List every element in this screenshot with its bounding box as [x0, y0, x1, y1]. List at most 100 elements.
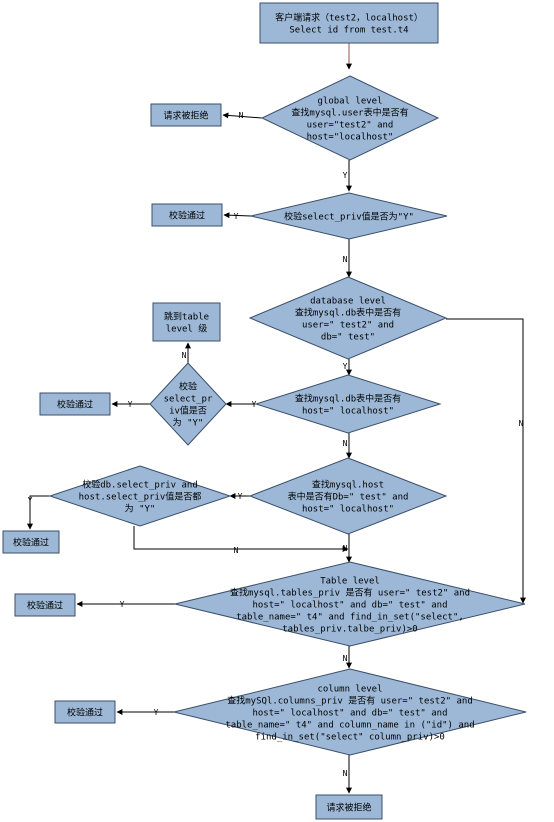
- node-pass-1: 校验通过: [151, 203, 223, 227]
- edge-label-no: N: [343, 654, 348, 663]
- node-global-priv-check: 校验select_priv值是否为"Y": [250, 192, 448, 240]
- process-box: [2, 530, 60, 554]
- flow-arrow: [27, 495, 50, 530]
- decision-diamond: [250, 192, 448, 240]
- node-text-line: 查找mysql.db表中是否有: [295, 306, 401, 318]
- node-text-line: host=" localhost": [302, 504, 394, 514]
- node-pass-5: 校验通过: [54, 700, 116, 724]
- process-box: [14, 593, 76, 617]
- node-text-line: Table level: [320, 576, 380, 586]
- node-text-line: 查找mysql.db表中是否有: [295, 392, 401, 404]
- node-text-line: table_name=" t4" and find_in_set("select…: [236, 612, 464, 622]
- process-box: [151, 203, 223, 227]
- node-text-line: 请求被拒绝: [326, 801, 371, 813]
- node-text-line: Select id from test.t4: [289, 25, 408, 35]
- edge-label-yes: Y: [234, 212, 239, 221]
- decision-diamond: [149, 362, 227, 446]
- edge-label-no: N: [239, 111, 244, 120]
- edge-label-no: N: [343, 439, 348, 448]
- node-text-line: global level: [317, 96, 382, 106]
- node-text-line: user="test2" and: [307, 120, 394, 130]
- node-text-line: 客户端请求（test2，localhost）: [275, 11, 423, 23]
- edge-label-yes: Y: [120, 600, 125, 609]
- node-text-line: 查找mySQl.columns_priv 是否有 user=" test2" a…: [227, 694, 472, 706]
- node-db-host-priv-check: 校验db.select_priv andhost.select_priv值是否都…: [48, 465, 232, 527]
- node-text-line: user=" test2" and: [302, 320, 394, 330]
- node-text-line: 为 "Y": [125, 502, 156, 514]
- node-pass-2: 校验通过: [39, 392, 111, 416]
- edge-label-no: N: [343, 544, 348, 553]
- node-text-line: 表中是否有Db=" test" and: [288, 490, 409, 502]
- node-text-line: 请求被拒绝: [163, 109, 208, 121]
- node-text-line: table_name=" t4" and column_name in ("id…: [225, 720, 474, 730]
- node-text-line: select_pr: [164, 394, 213, 404]
- edge-label-yes: Y: [343, 171, 348, 180]
- node-text-line: 跳到table: [164, 310, 209, 322]
- node-text-line: column level: [317, 684, 382, 694]
- decision-diamond: [48, 465, 232, 527]
- node-text-line: level 级: [166, 322, 208, 334]
- node-text-line: db=" test": [321, 332, 375, 342]
- process-box: [152, 302, 221, 342]
- decision-diamond: [248, 276, 448, 360]
- node-rejected-2: 请求被拒绝: [315, 794, 383, 820]
- edge-label-yes: Y: [128, 400, 133, 409]
- edge-label-no: N: [343, 769, 348, 778]
- edge-label-no: N: [182, 351, 187, 360]
- node-host-check-1: 查找mysql.db表中是否有 host=" localhost": [254, 374, 442, 434]
- decision-diamond: [173, 668, 527, 756]
- node-text-line: 为 "Y": [173, 416, 204, 428]
- node-text-line: host=" localhost": [302, 406, 394, 416]
- node-pass-4: 校验通过: [14, 593, 76, 617]
- node-text-line: host=" localhost" and db=" test" and: [252, 600, 447, 610]
- flow-arrow: [223, 212, 252, 219]
- node-text-line: 校验通过: [27, 599, 63, 611]
- node-text-line: 校验通过: [169, 209, 205, 221]
- node-db-priv-check: 校验 select_priv值是否为 "Y": [149, 362, 227, 446]
- decision-diamond: [174, 561, 526, 647]
- node-start: 客户端请求（test2，localhost） Select id from tes…: [259, 2, 439, 44]
- decision-diamond: [248, 457, 448, 535]
- node-text-line: database level: [310, 296, 386, 306]
- node-text-line: 查找mysql.user表中是否有: [291, 106, 408, 118]
- decision-diamond: [254, 374, 442, 434]
- flow-arrow: [446, 318, 526, 604]
- edge-label-yes: Y: [28, 496, 33, 505]
- edge-label-yes: Y: [154, 708, 159, 717]
- node-text-line: tables_priv.talbe_priv)>0: [282, 624, 417, 634]
- process-box: [39, 392, 111, 416]
- node-text-line: 校验db.select_priv and: [82, 478, 198, 490]
- node-text-line: 校验通过: [13, 536, 49, 548]
- flow-arrow: [133, 526, 349, 552]
- node-text-line: 校验select_priv值是否为"Y": [284, 210, 414, 222]
- edge-label-no: N: [519, 419, 524, 428]
- process-box: [259, 2, 439, 44]
- edge-label-no: N: [343, 255, 348, 264]
- node-text-line: iv值是否: [169, 404, 207, 416]
- node-pass-3: 校验通过: [2, 530, 60, 554]
- node-text-line: 校验通过: [67, 706, 103, 718]
- process-box: [54, 700, 116, 724]
- node-text-line: host.select_priv值是否都: [79, 490, 202, 502]
- node-rejected-1: 请求被拒绝: [150, 103, 222, 127]
- node-text-line: host=" localhost" and db=" test" and: [252, 708, 447, 718]
- process-box: [150, 103, 222, 127]
- node-text-line: 校验通过: [57, 398, 93, 410]
- node-text-line: 校验: [179, 380, 197, 392]
- edge-label-yes: Y: [343, 362, 348, 371]
- node-text-line: find_in_set("select" column_priv)>0: [255, 732, 445, 742]
- decision-diamond: [260, 75, 440, 161]
- node-text-line: 查找mysql.tables_priv 是否有 user=" test2" an…: [230, 586, 470, 598]
- edge-label-yes: Y: [238, 492, 243, 501]
- process-box: [315, 794, 383, 820]
- node-text-line: host="localhost": [307, 132, 394, 142]
- edge-label-no: N: [234, 546, 239, 555]
